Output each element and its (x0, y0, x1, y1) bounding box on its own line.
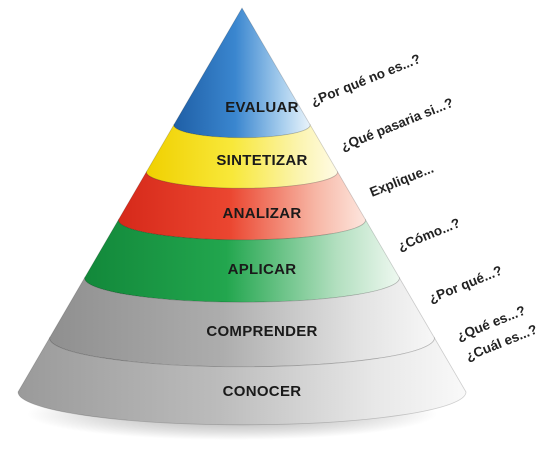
question-label-2: ¿Qué pasaria si...? (339, 95, 456, 154)
question-label-4: ¿Cómo...? (396, 215, 463, 254)
level-label-evaluar: EVALUAR (225, 99, 299, 116)
level-label-analizar: ANALIZAR (222, 205, 301, 222)
level-band-comprender (49, 276, 435, 368)
level-band-analizar (117, 170, 367, 241)
level-label-aplicar: APLICAR (228, 261, 297, 278)
level-band-sintetizar (145, 123, 339, 189)
question-label-1: ¿Por qué no es...? (309, 51, 423, 109)
level-band-evaluar (173, 7, 311, 139)
level-label-sintetizar: SINTETIZAR (216, 152, 307, 169)
level-band-conocer (17, 336, 467, 426)
question-label-5: ¿Por qué...? (427, 263, 505, 306)
level-label-conocer: CONOCER (223, 383, 302, 400)
question-label-3: Explique... (368, 161, 436, 200)
level-label-comprender: COMPRENDER (206, 323, 317, 340)
